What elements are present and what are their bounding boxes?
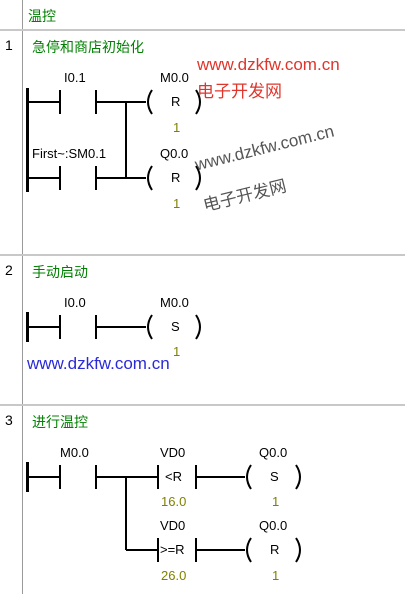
network-3-coil-q00-reset[interactable] — [246, 537, 301, 563]
network-3-compare-ge-op: >=R — [160, 542, 185, 557]
network-3-title[interactable]: 进行温控 — [32, 414, 88, 430]
network-1-coil-m00-count[interactable]: 1 — [173, 120, 181, 135]
network-1-coil-q00[interactable] — [147, 165, 201, 191]
network-1-power-rail — [26, 88, 29, 192]
network-3-compare-lt-address[interactable]: VD0 — [160, 445, 186, 460]
network-1-contact-i01[interactable] — [29, 90, 97, 114]
network-2-power-rail — [26, 312, 29, 342]
network-3-coil-q00-reset-address[interactable]: Q0.0 — [259, 518, 288, 533]
network-2-number[interactable]: 2 — [5, 262, 13, 278]
network-1-coil-m00-op: R — [171, 94, 181, 109]
watermark-url-blue: www.dzkfw.com.cn — [27, 354, 170, 373]
network-2-contact-i00-address[interactable]: I0.0 — [64, 295, 86, 310]
network-1-coil-m00[interactable] — [147, 89, 201, 115]
network-2-coil-m00-count[interactable]: 1 — [173, 344, 181, 359]
network-1-contact-sm01[interactable] — [29, 166, 97, 190]
network-1-title[interactable]: 急停和商店初始化 — [32, 39, 144, 55]
network-2-contact-i00[interactable] — [29, 315, 97, 339]
network-2-coil-m00-address[interactable]: M0.0 — [160, 295, 189, 310]
network-3-coil-q00-reset-count[interactable]: 1 — [272, 568, 280, 583]
network-2-coil-m00[interactable] — [147, 314, 201, 340]
network-3-compare-lt-op: <R — [165, 469, 182, 484]
line-number-gutter — [0, 0, 22, 594]
network-3-compare-lt-value[interactable]: 16.0 — [161, 494, 187, 509]
network-3-compare-ge-address[interactable]: VD0 — [160, 518, 186, 533]
network-3-power-rail — [26, 462, 29, 492]
program-title[interactable]: 温控 — [28, 8, 56, 24]
network-3-coil-q00-set-address[interactable]: Q0.0 — [259, 445, 288, 460]
network-1-contact-sm01-address[interactable]: First~:SM0.1 — [32, 146, 107, 161]
network-3-number[interactable]: 3 — [5, 412, 13, 428]
network-3-coil-q00-set-op: S — [270, 469, 279, 484]
watermark-url: www.dzkfw.com.cn — [197, 55, 340, 74]
network-1-number[interactable]: 1 — [5, 37, 13, 53]
network-separator — [0, 254, 405, 256]
network-3-compare-ge-value[interactable]: 26.0 — [161, 568, 187, 583]
network-3-coil-q00-reset-op: R — [270, 542, 280, 557]
network-2-coil-m00-op: S — [171, 319, 180, 334]
network-3-coil-q00-set[interactable] — [246, 464, 301, 490]
network-2-title[interactable]: 手动启动 — [32, 264, 88, 280]
gutter-divider — [22, 0, 23, 594]
network-separator — [0, 29, 405, 31]
network-1-coil-q00-op: R — [171, 170, 181, 185]
network-3-contact-m00[interactable] — [29, 465, 97, 489]
network-1-coil-m00-address[interactable]: M0.0 — [160, 70, 189, 85]
watermark-cn: 电子开发网 — [197, 82, 282, 101]
network-1-coil-q00-address[interactable]: Q0.0 — [160, 146, 189, 161]
network-3-contact-m00-address[interactable]: M0.0 — [60, 445, 89, 460]
network-separator — [0, 404, 405, 406]
network-1-contact-i01-address[interactable]: I0.1 — [64, 70, 86, 85]
network-1-coil-q00-count[interactable]: 1 — [173, 196, 181, 211]
network-3-coil-q00-set-count[interactable]: 1 — [272, 494, 280, 509]
